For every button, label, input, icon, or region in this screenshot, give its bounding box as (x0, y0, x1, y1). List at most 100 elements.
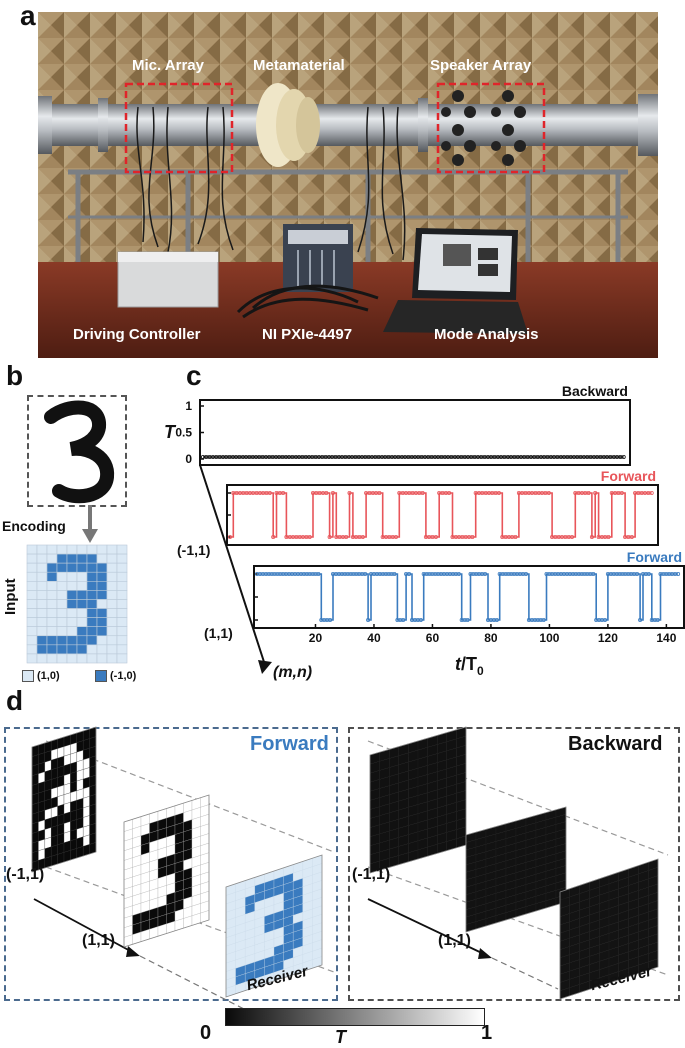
input-grid-cell (76, 635, 88, 646)
input-grid-cell (106, 653, 118, 664)
data-point (327, 534, 332, 539)
input-grid-cell (26, 644, 38, 655)
layer-border (123, 794, 210, 948)
input-grid-cell (96, 653, 108, 664)
input-grid-cell (76, 544, 88, 555)
series-line (230, 492, 652, 538)
data-point (629, 534, 634, 539)
depth-axis-label: (m,n) (273, 664, 312, 681)
data-point (418, 617, 423, 622)
input-grid-cell (116, 599, 128, 609)
input-grid-cell (36, 562, 48, 573)
colorbar (225, 1008, 485, 1026)
input-grid-cell (56, 544, 68, 555)
input-grid-cell (106, 617, 118, 627)
forward-layer-1 (31, 726, 97, 873)
data-point (407, 571, 412, 576)
backward-receiver-layer (559, 858, 659, 1000)
input-grid-cell (56, 626, 68, 637)
input-grid-cell (116, 617, 128, 627)
input-grid-cell (26, 590, 38, 600)
input-grid-cell (96, 608, 108, 618)
depth-axis-line (199, 464, 266, 666)
input-grid-cell (46, 608, 58, 618)
input-grid-cell (66, 562, 78, 573)
x-tick-label: 120 (598, 631, 618, 645)
forward-axis-label-1-1: (1,1) (82, 932, 115, 949)
input-grid-cell (46, 626, 58, 637)
data-point (496, 491, 501, 496)
input-grid-cell (76, 581, 88, 591)
data-point (523, 571, 528, 576)
waveguide-tube (38, 104, 658, 146)
data-point (324, 491, 329, 496)
forward-layers (4, 726, 338, 1010)
label-driving-controller: Driving Controller (73, 326, 201, 343)
series-name: Forward (627, 549, 682, 565)
layer-border (559, 858, 659, 1000)
y-tick-label: 0.5 (175, 426, 192, 440)
label-ni-pxie: NI PXIe-4497 (262, 326, 353, 343)
x-axis-label: t/T0 (455, 654, 484, 678)
lab-photo-illustration (38, 12, 658, 358)
input-grid-cell (116, 626, 128, 637)
input-grid-cell (76, 599, 88, 609)
input-grid-cell (76, 617, 88, 627)
panel-label-d: d (6, 685, 24, 716)
data-point (638, 617, 643, 622)
input-grid-cell (76, 608, 88, 618)
legend-item-1-0: (1,0) (22, 670, 60, 682)
data-point (494, 617, 499, 622)
input-grid-cell (116, 653, 128, 664)
colorbar-min-label: 0 (200, 1022, 212, 1044)
input-grid-cell (66, 653, 78, 664)
backward-axis-label-neg1-1: (-1,1) (352, 866, 391, 883)
handwritten-digit-input (27, 395, 127, 507)
input-grid-cell (46, 562, 58, 573)
x-tick-label: 140 (656, 631, 676, 645)
input-grid-cell (26, 653, 38, 664)
lab-photo (38, 12, 658, 358)
input-grid-cell (56, 562, 68, 573)
encoding-label: Encoding (2, 518, 66, 534)
input-grid-cell (86, 544, 98, 555)
input-grid-cell (106, 553, 118, 564)
data-point (316, 571, 321, 576)
series-frame (199, 399, 631, 466)
data-point (465, 617, 470, 622)
input-grid-cell (26, 599, 38, 609)
input-grid-cell (86, 635, 98, 646)
input-grid-cell (66, 544, 78, 555)
input-grid-cell (96, 590, 108, 600)
x-tick-label: 40 (367, 631, 381, 645)
input-grid-cell (26, 553, 38, 564)
data-point (281, 491, 286, 496)
input-grid-cell (66, 599, 78, 609)
input-grid (26, 544, 128, 668)
input-grid-cell (56, 617, 68, 627)
input-grid-cell (106, 562, 118, 573)
input-grid-cell (56, 644, 68, 655)
input-grid-cell (116, 544, 128, 555)
backward-axis-line (367, 898, 487, 956)
series-line (257, 573, 679, 621)
data-point (420, 491, 425, 496)
input-grid-cell (46, 571, 58, 582)
input-grid-cell (66, 590, 78, 600)
input-grid-cell (36, 617, 48, 627)
ni-chassis (283, 224, 353, 292)
input-grid-cell (36, 644, 48, 655)
y-tick-label: 0 (185, 452, 192, 466)
forward-layer-2 (123, 794, 210, 948)
input-grid-cell (66, 571, 78, 582)
input-grid-cell (36, 635, 48, 646)
data-point (569, 534, 574, 539)
data-point (433, 534, 438, 539)
input-grid-cell (56, 590, 68, 600)
input-grid-cell (36, 608, 48, 618)
backward-axis-arrowhead (478, 948, 492, 959)
input-grid-cell (86, 590, 98, 600)
input-grid-cell (26, 626, 38, 637)
panel-label-c: c (186, 360, 202, 391)
